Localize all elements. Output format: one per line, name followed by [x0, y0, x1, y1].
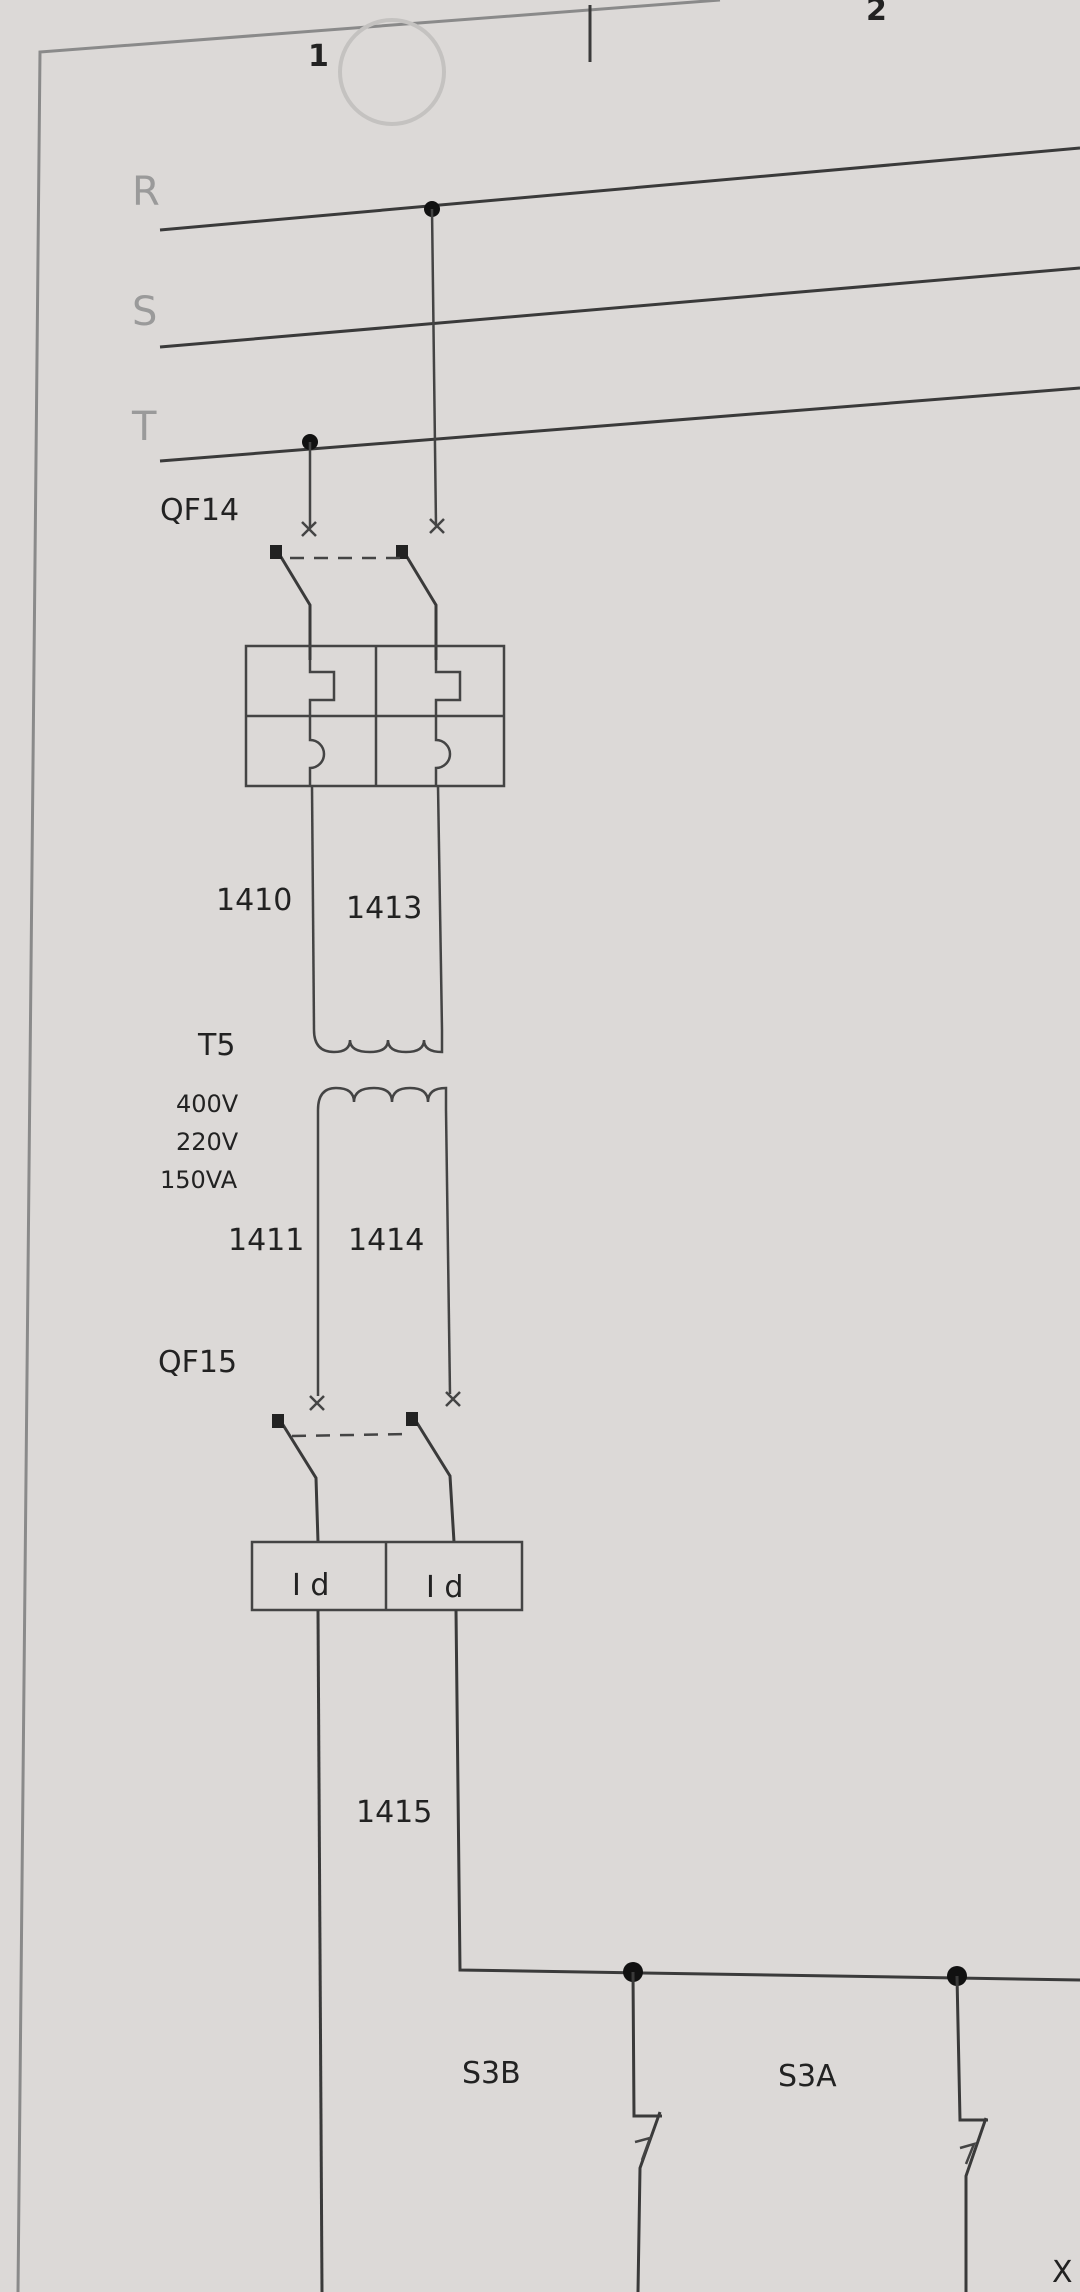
qf14-thermal-block [244, 644, 506, 788]
wire-label-1410: 1410 [216, 883, 292, 918]
phase-label-s: S [132, 289, 157, 335]
qf14-label: QF14 [160, 493, 239, 528]
transformer-primary-voltage: 400V [176, 1090, 239, 1118]
bus-line-t [159, 386, 1080, 463]
s3a-label: S3A [778, 2059, 837, 2094]
transformer-symbol [312, 1029, 448, 1111]
sheet-border [16, 0, 721, 2292]
qf15-trip-symbol-left: I d [292, 1568, 329, 1603]
phase-label-t: T [131, 404, 157, 450]
wire-from-r [430, 208, 438, 527]
wire-1410 [310, 785, 316, 1031]
transformer-label: T5 [197, 1028, 235, 1063]
phase-label-r: R [132, 169, 160, 215]
wire-output-left [316, 1609, 324, 2292]
punch-hole [338, 18, 446, 126]
wire-label-1414: 1414 [348, 1223, 424, 1258]
wire-1413 [436, 785, 444, 1031]
wire-label-1413: 1413 [346, 891, 422, 926]
wire-label-1415: 1415 [356, 1795, 432, 1830]
qf15-trip-symbol-right: I d [426, 1570, 463, 1605]
s3b-label: S3B [462, 2056, 521, 2091]
qf15-breaker-symbol [272, 1391, 461, 1543]
qf15-differential-block [250, 1540, 524, 1612]
bus-line-s [159, 266, 1080, 349]
s3b-switch-symbol [631, 1971, 662, 2292]
bus-line-r [159, 146, 1080, 232]
wire-1414 [444, 1109, 452, 1395]
transformer-secondary-voltage: 220V [176, 1128, 239, 1156]
s3a-switch-symbol [955, 1975, 988, 2292]
column-number-1: 1 [308, 39, 329, 74]
wire-label-1411: 1411 [228, 1223, 304, 1258]
transformer-power-rating: 150VA [160, 1166, 238, 1194]
qf15-label: QF15 [158, 1345, 237, 1380]
column-number-2: 2 [866, 0, 887, 28]
partial-label-x: X [1052, 2255, 1073, 2290]
wire-1415 [454, 1609, 1080, 1982]
qf14-breaker-symbol [270, 518, 445, 660]
